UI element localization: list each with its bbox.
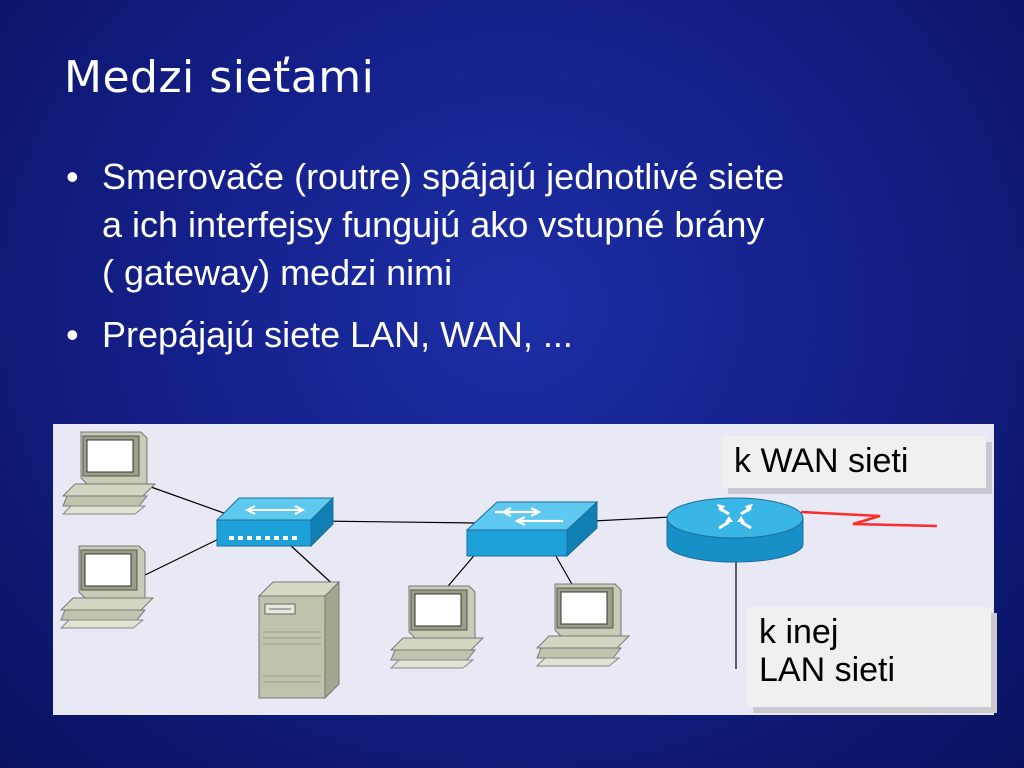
bullet-text-line: ( gateway) medzi nimi <box>102 252 453 293</box>
bullet-item: • Prepájajú siete LAN, WAN, ... <box>66 311 1006 359</box>
computer-icon <box>61 431 157 515</box>
bullet-text-line: Prepájajú siete LAN, WAN, ... <box>102 314 573 355</box>
wan-callout: k WAN sieti <box>722 436 986 488</box>
bullet-list: • Smerovače (routre) spájajú jednotlivé … <box>66 153 1006 373</box>
bullet-text-line: a ich interfejsy fungujú ako vstupné brá… <box>102 204 765 245</box>
computer-icon <box>389 585 485 669</box>
lan-callout-line: k inej <box>759 613 839 651</box>
connection-lines <box>142 486 737 669</box>
wan-callout-text: k WAN sieti <box>734 442 909 480</box>
lan-callout-line: LAN sieti <box>759 651 896 689</box>
switch-icon <box>465 500 599 558</box>
hub-icon <box>215 496 335 548</box>
computer-icon <box>535 583 631 667</box>
bullet-text-line: Smerovače (routre) spájajú jednotlivé si… <box>102 156 785 197</box>
wan-link <box>800 510 938 528</box>
bullet-dot: • <box>66 314 79 355</box>
bullet-dot: • <box>66 156 79 197</box>
computer-icon <box>59 545 155 629</box>
router-icon <box>666 497 804 563</box>
server-icon <box>257 580 341 700</box>
slide-title: Medzi sieťami <box>64 52 375 103</box>
bullet-item: • Smerovače (routre) spájajú jednotlivé … <box>66 153 1006 297</box>
lan-callout: k inej LAN sieti <box>747 607 991 707</box>
